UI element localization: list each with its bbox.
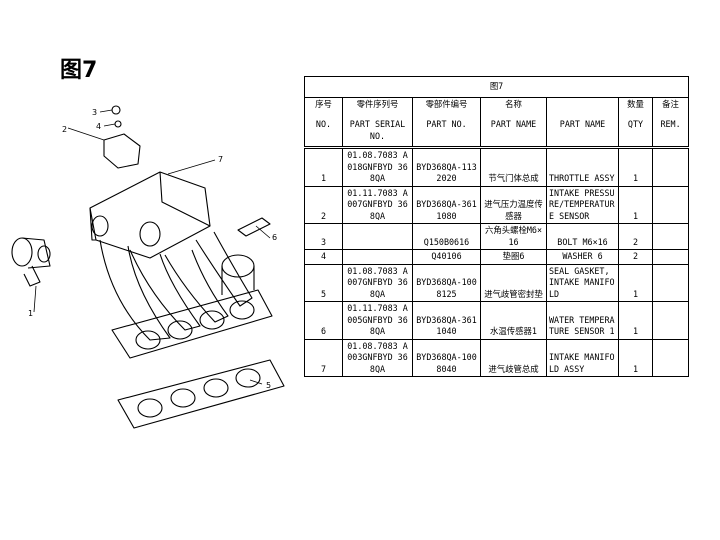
table-row: 7 01.08.7083 A003GNFBYD 368QA BYD368QA-1… — [304, 338, 690, 377]
table-row: 3 Q150B0616 六角头螺栓M6×16 BOLT M6×16 2 — [304, 223, 690, 250]
exploded-parts-diagram: 3 4 2 7 6 5 1 — [11, 105, 285, 429]
throttle-body-drawing — [11, 237, 51, 287]
table-row: 1 01.08.7083 A018GNFBYD 368QA BYD368QA-1… — [304, 146, 690, 187]
table-caption: 图7 — [303, 76, 690, 98]
table-row: 5 01.08.7083 A007GNFBYD 368QA BYD368QA-1… — [304, 263, 690, 302]
callout-1: 1 — [28, 309, 33, 318]
pressure-sensor-drawing — [103, 133, 141, 169]
table-row: 6 01.11.7083 A005GNFBYD 368QA BYD368QA-3… — [304, 301, 690, 340]
manifold-flange — [111, 289, 273, 359]
intake-manifold-body — [89, 171, 211, 259]
callout-3: 3 — [92, 108, 97, 117]
callout-6: 6 — [272, 233, 277, 242]
manifold-gasket — [117, 359, 285, 429]
callout-2: 2 — [62, 125, 67, 134]
header-name-en: PART NAME — [546, 97, 619, 148]
table-row: 4 Q40106 垫圈6 WASHER 6 2 — [304, 249, 690, 265]
water-temp-sensor-drawing — [237, 217, 271, 237]
callout-7: 7 — [218, 155, 223, 164]
callout-5: 5 — [266, 381, 271, 390]
callout-4: 4 — [96, 122, 101, 131]
table-row: 2 01.11.7083 A007GNFBYD 368QA BYD368QA-3… — [304, 185, 690, 224]
figure-title: 图7 — [60, 58, 98, 83]
